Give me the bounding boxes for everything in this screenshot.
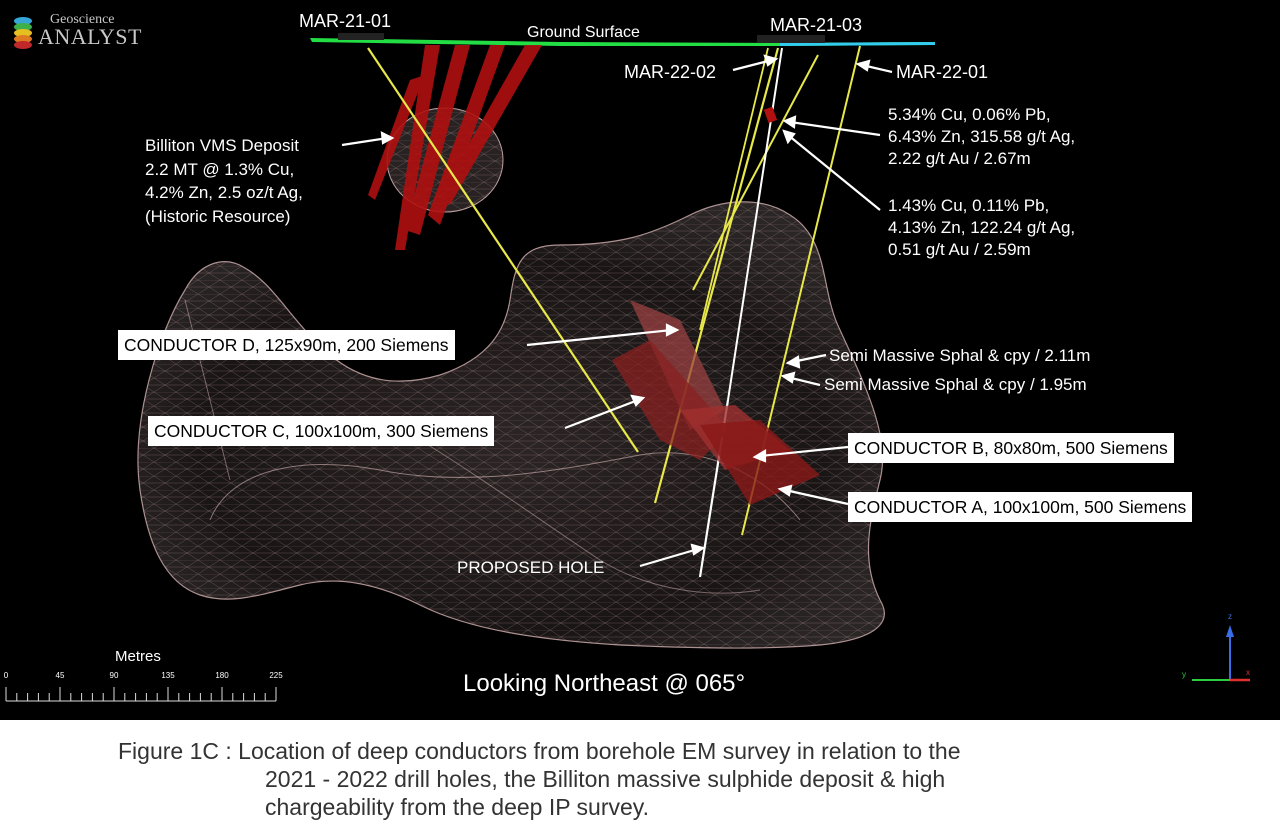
billiton-deposit-lenses bbox=[368, 45, 542, 250]
scale-tick-180: 180 bbox=[215, 671, 229, 680]
label-mar-21-03: MAR-21-03 bbox=[770, 15, 863, 35]
drill-hole-mar-21-03 bbox=[692, 54, 819, 291]
logo-stack-icon bbox=[14, 17, 32, 49]
caption-line-2: 2021 - 2022 drill holes, the Billiton ma… bbox=[265, 766, 946, 792]
label-assay-lower: 1.43% Cu, 0.11% Pb, 4.13% Zn, 122.24 g/t… bbox=[888, 196, 1076, 259]
svg-text:y: y bbox=[1182, 670, 1186, 679]
logo-line2: ANALYST bbox=[38, 24, 142, 49]
caption-line-1: Figure 1C : Location of deep conductors … bbox=[118, 738, 961, 764]
scale-tick-225: 225 bbox=[269, 671, 283, 680]
scale-title: Metres bbox=[115, 648, 161, 665]
label-assay-upper: 5.34% Cu, 0.06% Pb, 6.43% Zn, 315.58 g/t… bbox=[888, 105, 1076, 168]
scale-tick-45: 45 bbox=[55, 671, 65, 680]
drill-hole-mar-21-03-b bbox=[699, 47, 769, 331]
3d-viewport[interactable]: Geoscience ANALYST MAR-21-01 Ground Surf… bbox=[0, 0, 1280, 720]
label-ground-surface: Ground Surface bbox=[527, 24, 640, 41]
label-conductor-a: CONDUCTOR A, 100x100m, 500 Siemens bbox=[848, 492, 1193, 522]
axis-triad-icon: z y x bbox=[1182, 612, 1250, 682]
geology-scene bbox=[137, 33, 935, 649]
svg-text:z: z bbox=[1228, 612, 1232, 621]
label-billiton-deposit: Billiton VMS Deposit 2.2 MT @ 1.3% Cu, 4… bbox=[145, 136, 303, 226]
svg-text:x: x bbox=[1246, 668, 1250, 677]
white-drill-hole bbox=[727, 47, 783, 401]
label-proposed-hole: PROPOSED HOLE bbox=[457, 558, 605, 577]
geoscience-analyst-logo: Geoscience ANALYST bbox=[12, 12, 141, 49]
label-mar-21-01: MAR-21-01 bbox=[299, 11, 392, 31]
scale-tick-135: 135 bbox=[161, 671, 175, 680]
scale-ruler bbox=[5, 687, 277, 702]
drill-hole-mar-21-01 bbox=[367, 47, 639, 453]
figure-caption: Figure 1C : Location of deep conductors … bbox=[118, 737, 1238, 821]
caption-line-3: chargeability from the deep IP survey. bbox=[265, 794, 649, 820]
scale-tick-0: 0 bbox=[3, 671, 9, 680]
label-intercept-lower: Semi Massive Sphal & cpy / 1.95m bbox=[824, 375, 1087, 394]
label-mar-22-01: MAR-22-01 bbox=[896, 62, 989, 82]
view-direction-label: Looking Northeast @ 065° bbox=[463, 670, 746, 697]
scale-tick-90: 90 bbox=[109, 671, 119, 680]
logo-line1: Geoscience bbox=[50, 12, 115, 27]
scale-bar: Metres 0 45 90 135 180 225 bbox=[0, 645, 300, 705]
callout-arrows bbox=[341, 54, 893, 568]
label-conductor-d: CONDUCTOR D, 125x90m, 200 Siemens bbox=[118, 330, 455, 360]
label-mar-22-02: MAR-22-02 bbox=[624, 62, 717, 82]
label-intercept-upper: Semi Massive Sphal & cpy / 2.11m bbox=[829, 346, 1091, 365]
label-conductor-c: CONDUCTOR C, 100x100m, 300 Siemens bbox=[148, 416, 495, 446]
ground-surface bbox=[310, 33, 935, 46]
label-conductor-b: CONDUCTOR B, 80x80m, 500 Siemens bbox=[848, 433, 1174, 463]
